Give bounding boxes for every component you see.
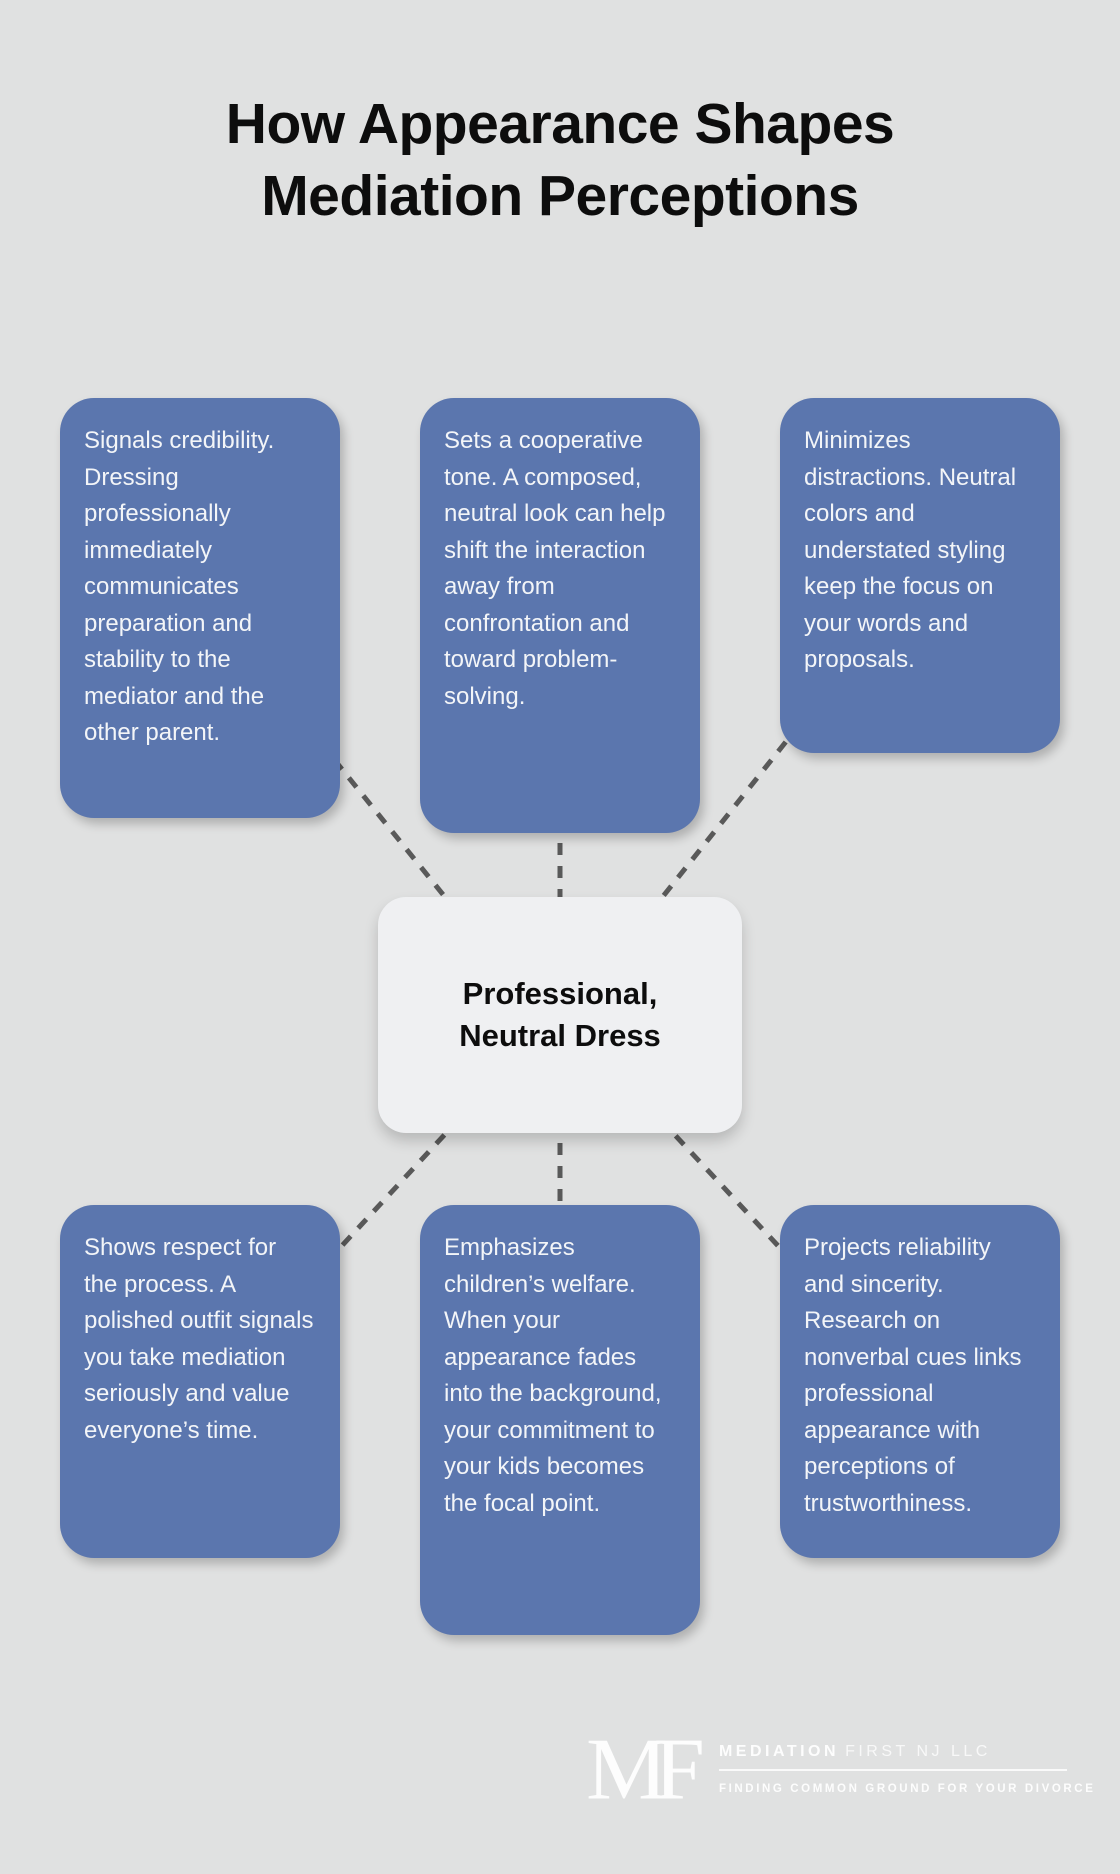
center-node-line-1: Professional, <box>462 976 658 1011</box>
brand-logo: MF MEDIATION FIRST NJ LLC FINDING COMMON … <box>586 1720 1096 1818</box>
brand-tagline: FINDING COMMON GROUND FOR YOUR DIVORCE <box>718 1782 1096 1795</box>
node-top-middle: Sets a cooperative tone. A composed, neu… <box>420 398 700 833</box>
node-bottom-left-text: Shows respect for the process. A polishe… <box>84 1234 314 1444</box>
node-top-middle-text: Sets a cooperative tone. A composed, neu… <box>444 427 666 710</box>
node-bottom-left: Shows respect for the process. A polishe… <box>60 1205 340 1558</box>
connector-top-right <box>643 722 802 921</box>
brand-divider <box>718 1768 1067 1771</box>
node-top-right-text: Minimizes distractions. Neutral colors a… <box>804 427 1017 673</box>
center-node: Professional, Neutral Dress <box>378 897 742 1133</box>
node-top-left: Signals credibility. Dressing profession… <box>60 398 340 818</box>
brand-name: MEDIATION FIRST NJ LLC <box>718 1742 1069 1760</box>
center-node-line-2: Neutral Dress <box>459 1018 661 1053</box>
connector-bottom-right <box>658 1117 797 1266</box>
brand-monogram: MF <box>586 1720 705 1818</box>
node-top-left-text: Signals credibility. Dressing profession… <box>84 427 275 746</box>
node-bottom-middle: Emphasizes children’s welfare. When your… <box>420 1205 700 1635</box>
node-top-right: Minimizes distractions. Neutral colors a… <box>780 398 1060 753</box>
page-title: How Appearance Shapes Mediation Percepti… <box>0 88 1120 232</box>
node-bottom-right: Projects reliability and sincerity. Rese… <box>780 1205 1060 1558</box>
connector-top-left <box>318 740 472 930</box>
connector-bottom-left <box>323 1116 462 1266</box>
brand-name-bold: MEDIATION <box>718 1742 840 1760</box>
node-bottom-middle-text: Emphasizes children’s welfare. When your… <box>444 1234 662 1517</box>
page-title-line-2: Mediation Perceptions <box>261 164 859 228</box>
page-title-line-1: How Appearance Shapes <box>225 92 895 156</box>
brand-wordmark: MEDIATION FIRST NJ LLC FINDING COMMON GRO… <box>718 1742 1096 1795</box>
brand-name-light: FIRST NJ LLC <box>845 1742 991 1760</box>
node-bottom-right-text: Projects reliability and sincerity. Rese… <box>804 1234 1022 1517</box>
